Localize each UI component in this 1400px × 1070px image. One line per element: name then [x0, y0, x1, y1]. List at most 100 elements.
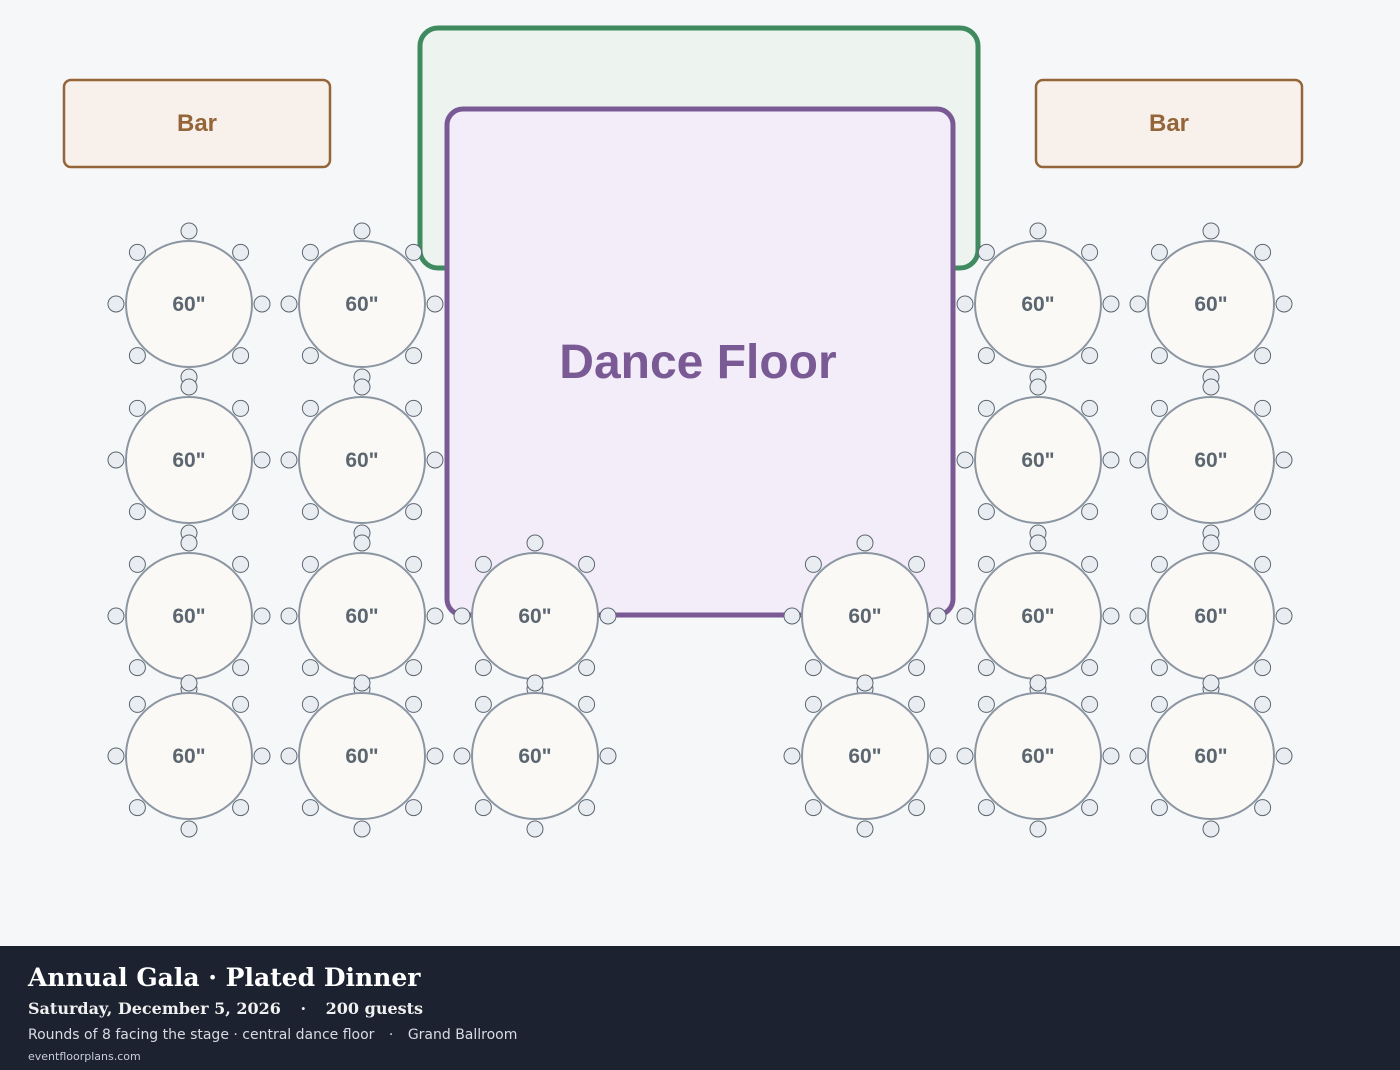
chair[interactable]	[128, 399, 146, 417]
chair[interactable]	[1150, 503, 1168, 521]
round-table[interactable]: 60"	[956, 534, 1120, 698]
round-table[interactable]: 60"	[280, 222, 444, 386]
chair[interactable]	[1254, 243, 1272, 261]
chair[interactable]	[1102, 607, 1120, 625]
chair[interactable]	[908, 799, 926, 817]
chair[interactable]	[1150, 799, 1168, 817]
chair[interactable]	[353, 378, 371, 396]
chair[interactable]	[1150, 243, 1168, 261]
chair[interactable]	[956, 451, 974, 469]
chair[interactable]	[405, 695, 423, 713]
chair[interactable]	[253, 747, 271, 765]
chair[interactable]	[1202, 820, 1220, 838]
chair[interactable]	[405, 347, 423, 365]
chair[interactable]	[1202, 534, 1220, 552]
chair[interactable]	[405, 503, 423, 521]
chair[interactable]	[1081, 695, 1099, 713]
round-table[interactable]: 60"	[107, 534, 271, 698]
table-top[interactable]	[1147, 692, 1275, 820]
chair[interactable]	[426, 747, 444, 765]
chair[interactable]	[474, 659, 492, 677]
table-top[interactable]	[298, 692, 426, 820]
chair[interactable]	[1275, 607, 1293, 625]
chair[interactable]	[1129, 747, 1147, 765]
chair[interactable]	[1150, 695, 1168, 713]
chair[interactable]	[128, 799, 146, 817]
round-table[interactable]: 60"	[783, 534, 947, 698]
chair[interactable]	[1029, 222, 1047, 240]
round-table[interactable]: 60"	[280, 534, 444, 698]
chair[interactable]	[280, 451, 298, 469]
chair[interactable]	[353, 820, 371, 838]
chair[interactable]	[405, 399, 423, 417]
chair[interactable]	[128, 347, 146, 365]
table-top[interactable]	[974, 396, 1102, 524]
chair[interactable]	[1129, 451, 1147, 469]
chair[interactable]	[578, 695, 596, 713]
chair[interactable]	[956, 607, 974, 625]
round-table[interactable]: 60"	[956, 222, 1120, 386]
chair[interactable]	[232, 503, 250, 521]
chair[interactable]	[128, 659, 146, 677]
chair[interactable]	[977, 695, 995, 713]
chair[interactable]	[453, 747, 471, 765]
chair[interactable]	[1202, 222, 1220, 240]
chair[interactable]	[128, 243, 146, 261]
chair[interactable]	[1254, 799, 1272, 817]
chair[interactable]	[253, 295, 271, 313]
chair[interactable]	[1202, 378, 1220, 396]
chair[interactable]	[1129, 295, 1147, 313]
round-table[interactable]: 60"	[453, 674, 617, 838]
chair[interactable]	[353, 222, 371, 240]
chair[interactable]	[280, 747, 298, 765]
chair[interactable]	[180, 674, 198, 692]
chair[interactable]	[1102, 747, 1120, 765]
chair[interactable]	[253, 451, 271, 469]
chair[interactable]	[426, 295, 444, 313]
chair[interactable]	[128, 555, 146, 573]
chair[interactable]	[1275, 747, 1293, 765]
table-top[interactable]	[1147, 396, 1275, 524]
chair[interactable]	[1254, 659, 1272, 677]
chair[interactable]	[956, 747, 974, 765]
chair[interactable]	[1150, 347, 1168, 365]
chair[interactable]	[977, 503, 995, 521]
chair[interactable]	[1254, 695, 1272, 713]
table-top[interactable]	[974, 240, 1102, 368]
chair[interactable]	[804, 695, 822, 713]
chair[interactable]	[1081, 347, 1099, 365]
chair[interactable]	[301, 695, 319, 713]
chair[interactable]	[1081, 503, 1099, 521]
bar-right[interactable]: Bar	[1034, 78, 1304, 169]
chair[interactable]	[1029, 820, 1047, 838]
round-table[interactable]: 60"	[783, 674, 947, 838]
table-top[interactable]	[125, 240, 253, 368]
chair[interactable]	[526, 534, 544, 552]
chair[interactable]	[1081, 555, 1099, 573]
chair[interactable]	[232, 799, 250, 817]
round-table[interactable]: 60"	[956, 378, 1120, 542]
chair[interactable]	[1150, 399, 1168, 417]
table-top[interactable]	[298, 396, 426, 524]
chair[interactable]	[804, 555, 822, 573]
chair[interactable]	[301, 503, 319, 521]
round-table[interactable]: 60"	[1129, 378, 1293, 542]
chair[interactable]	[1150, 555, 1168, 573]
chair[interactable]	[180, 222, 198, 240]
chair[interactable]	[405, 659, 423, 677]
chair[interactable]	[232, 399, 250, 417]
chair[interactable]	[578, 659, 596, 677]
table-top[interactable]	[974, 692, 1102, 820]
chair[interactable]	[232, 659, 250, 677]
chair[interactable]	[301, 555, 319, 573]
chair[interactable]	[1254, 347, 1272, 365]
chair[interactable]	[908, 659, 926, 677]
chair[interactable]	[908, 555, 926, 573]
round-table[interactable]: 60"	[280, 378, 444, 542]
chair[interactable]	[526, 674, 544, 692]
chair[interactable]	[301, 347, 319, 365]
chair[interactable]	[405, 555, 423, 573]
round-table[interactable]: 60"	[107, 674, 271, 838]
chair[interactable]	[301, 243, 319, 261]
chair[interactable]	[1275, 451, 1293, 469]
